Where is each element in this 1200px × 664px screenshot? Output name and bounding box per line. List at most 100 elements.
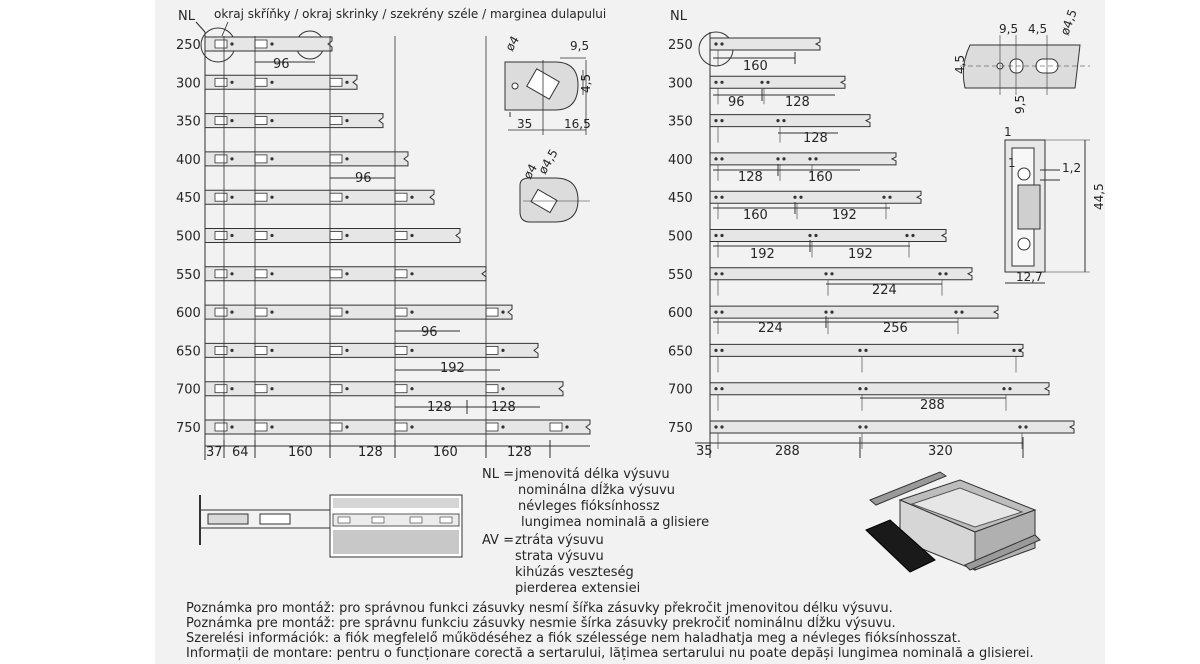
right-size-label: 550 [668,268,693,283]
right-rail-body [709,382,1050,396]
right-rail-hole [1012,348,1016,352]
left-rail-slot [254,422,268,432]
left-rail-hole [501,387,505,391]
right-rail-hole [714,310,718,314]
profile-t2: 1 [1008,156,1016,170]
right-rail-hole [720,233,724,238]
right-rail-hole [808,157,812,161]
bottom-dim-160: 160 [288,445,313,460]
right-rail-row: 500 [668,229,947,258]
right-rail-hole [1024,425,1028,429]
profile-width: 12,7 [1016,270,1043,284]
right-rail-hole [882,195,886,199]
legend-av-line-4: pierderea extensiei [515,581,640,596]
right-rail-body [709,229,947,242]
right-rail-hole [960,310,964,314]
right-rail-hole [720,272,724,276]
left-rail-slot [485,384,499,394]
right-rail-hole [714,425,718,429]
right-size-label: 650 [668,344,693,359]
r250-160: 160 [743,59,768,74]
left-rail-hole [230,195,234,199]
r300-128: 128 [785,95,810,110]
right-size-label: 400 [668,153,693,168]
left-rail-slot [394,231,408,240]
dim-192-650: 192 [440,361,465,376]
left-bottom-dims: 37 64 160 128 160 128 [204,440,590,460]
left-rail-hole [270,272,274,276]
left-rail-slot [394,345,408,355]
right-rail-hole [714,348,718,352]
left-rail-hole [345,310,349,314]
left-detail-b2: 16,5 [564,117,591,131]
right-rail-hole [720,387,724,391]
left-rail-slot [214,384,228,394]
left-rail-slot [329,154,343,164]
right-detail-h: 4,5 [953,55,967,74]
note-hu: Szerelési információk: a fiók megfelelő … [186,631,961,646]
left-rail-hole [230,233,234,238]
right-detail-d1: 9,5 [999,22,1018,36]
legend-av-line-1: ztráta výsuvu [515,533,604,548]
right-rail-row: 350 [668,114,871,143]
dim-128a-700: 128 [427,400,452,415]
left-rail-row: 600 [176,304,513,321]
right-size-label: 450 [668,191,693,206]
right-rail-body [709,190,922,204]
install-side-view [199,494,463,558]
left-rail-row: 250 [176,36,333,53]
right-rail-hole [1018,348,1022,352]
right-rail-hole [720,195,724,199]
legend-av-label: AV = [482,533,514,548]
bottom-dim-37: 37 [206,445,223,460]
left-size-label: 350 [176,115,201,130]
right-rail-hole [793,195,797,199]
left-hole-detail: ø4 9,5 4,5 35 16,5 ø4 ø4,5 [502,34,593,223]
left-rail-slot [254,116,268,125]
left-rail-hole [410,348,414,352]
left-rail-hole [270,387,274,391]
left-rail-slot [214,77,228,87]
dim-96-600: 96 [421,325,438,340]
left-rail-hole [501,425,505,429]
left-rail-slot [254,77,268,87]
right-rail-row: 450 [668,190,922,220]
left-rail-hole [230,157,234,161]
r600-224: 224 [758,321,783,336]
left-rail-row: 500 [176,228,461,245]
left-rail-body [204,381,564,397]
right-rail-body [709,267,973,281]
right-bottom-288: 288 [775,444,800,459]
right-rail-hole [1002,387,1006,391]
left-rail-slot [214,269,228,279]
left-rail-slot [214,307,228,317]
r350-128: 128 [803,131,828,146]
left-rail-slot [485,422,499,432]
right-rail-hole [858,387,862,391]
legend-nl-line-2: nominálna dĺžka výsuvu [518,482,675,498]
right-rail-hole [824,310,828,314]
right-rail-hole [864,425,868,429]
right-rail-hole [858,425,862,429]
right-inner-dims: 160 96 128 128 128 160 160 192 192 192 2… [713,52,1006,413]
left-rail-slot [329,192,343,202]
left-rail-hole [410,425,414,429]
left-rail-slot [329,345,343,355]
left-size-label: 450 [176,191,201,206]
left-rail-hole [345,80,349,84]
right-rail-hole [776,157,780,161]
left-rail-hole [410,233,414,238]
left-detail-w1: 9,5 [570,39,589,53]
legend-nl-line-4: lungimea nominală a glisiere [521,515,709,530]
bottom-dim-160b: 160 [433,445,458,460]
right-rail-hole [720,425,724,429]
left-rail-slot [329,269,343,279]
left-size-label: 550 [176,268,201,283]
left-rail-slot [394,269,408,279]
left-rail-hole [230,80,234,84]
right-size-label: 300 [668,76,693,91]
right-rail-hole [864,387,868,391]
right-rail-hole [782,157,786,161]
right-size-label: 500 [668,230,693,245]
